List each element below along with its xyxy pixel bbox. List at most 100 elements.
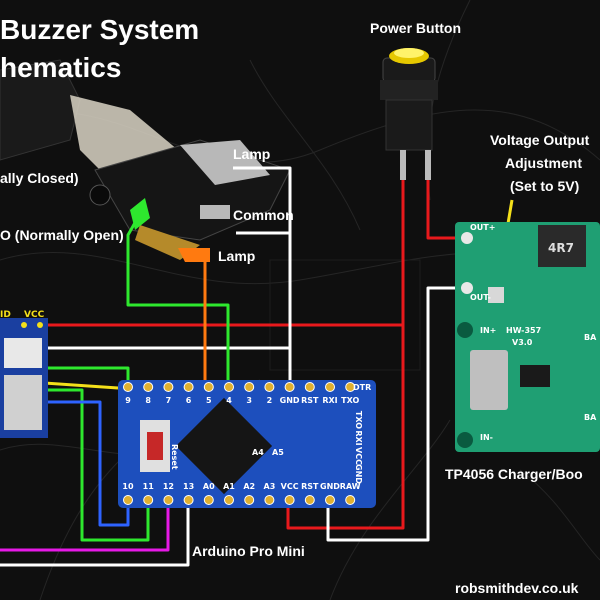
pin-label-bottom-8: VCC [281, 482, 299, 491]
wire-blue [0, 400, 130, 527]
pin-label-bottom-11: RAW [340, 482, 361, 491]
normally-open-label: O (Normally Open) [0, 227, 124, 243]
wire-red-out [426, 180, 465, 240]
pin-label-top-5: 4 [226, 396, 232, 405]
pad-bottom-9 [304, 495, 315, 505]
pad-top-1 [143, 382, 154, 392]
pin-label-top-10: RXI [322, 396, 337, 405]
pin-label-side-0: TXO [354, 411, 363, 429]
pin-label-a5: A5 [272, 448, 284, 457]
wire-orange [189, 248, 207, 395]
pin-label-top-4: 5 [206, 396, 212, 405]
pad-top-2 [163, 382, 174, 392]
label-bat-minus: BA [584, 413, 597, 422]
inductor-label: 4R7 [548, 241, 574, 255]
website-label: robsmithdev.co.uk [455, 580, 579, 596]
pad-bottom-3 [183, 495, 194, 505]
pin-label-top-7: 2 [267, 396, 273, 405]
label-out-minus: OUT- [470, 293, 491, 302]
label-bat-plus: BA [584, 333, 597, 342]
arduino-label: Arduino Pro Mini [192, 543, 305, 559]
pin-label-top-9: RST [301, 396, 319, 405]
pin-label-side-1: RXI [354, 430, 363, 445]
left-module [0, 318, 48, 438]
contact-tab-green [130, 198, 150, 230]
pin-label-bottom-3: 13 [183, 482, 194, 491]
charger-label: TP4056 Charger/Boo [445, 466, 583, 482]
left-pin-gnd: ID [0, 310, 11, 320]
pin-label-top-1: 8 [145, 396, 151, 405]
reset-label: Reset [170, 444, 179, 470]
pin-label-bottom-2: 12 [163, 482, 174, 491]
pad-bottom-6 [244, 495, 255, 505]
wire-white-bottom [0, 500, 190, 567]
pad-bottom-8 [284, 495, 295, 505]
page-title-line2: hematics [0, 52, 122, 83]
pin-label-dtr: DTR [353, 383, 371, 392]
pad-bottom-4 [203, 495, 214, 505]
pin-label-bottom-1: 11 [143, 482, 155, 491]
pad-top-4 [203, 382, 214, 392]
wire-red-vcc [286, 325, 405, 530]
arduino-bottom-pads [123, 495, 356, 505]
voltage-adjust-label-3: (Set to 5V) [510, 178, 580, 194]
charger-module [455, 222, 600, 452]
label-out-plus: OUT+ [470, 223, 495, 232]
pad-top-0 [123, 382, 133, 392]
wire-green-bottom [0, 388, 150, 542]
pad-bottom-1 [143, 495, 154, 505]
page-title-line1: Buzzer System [0, 14, 200, 45]
wire-white-gnd [326, 286, 465, 542]
arduino-top-pads [123, 382, 356, 392]
pad-bottom-7 [264, 495, 275, 505]
pin-label-bottom-0: 10 [122, 482, 134, 491]
pin-label-top-2: 7 [166, 396, 172, 405]
pin-label-top-11: TXO [341, 396, 359, 405]
pad-bottom-0 [123, 495, 133, 505]
pin-label-bottom-6: A2 [243, 482, 255, 491]
power-button-label: Power Button [370, 20, 461, 36]
left-pin-vcc: VCC [24, 310, 45, 320]
label-in-plus: IN+ [480, 326, 496, 335]
pad-top-8 [284, 382, 295, 392]
pin-label-bottom-9: RST [301, 482, 319, 491]
pad-top-6 [244, 382, 255, 392]
label-in-minus: IN- [480, 433, 493, 442]
pin-label-top-3: 6 [186, 396, 192, 405]
pad-top-9 [304, 382, 315, 392]
pad-bottom-2 [163, 495, 174, 505]
pad-top-7 [264, 382, 275, 392]
pin-label-side-2: VCC [354, 447, 363, 465]
board-label: HW-357 [506, 326, 541, 335]
lamp-top-label: Lamp [233, 146, 271, 162]
wire-green-switch [126, 204, 230, 395]
power-button[interactable] [380, 48, 438, 180]
pad-top-3 [183, 382, 194, 392]
pad-top-10 [325, 382, 335, 392]
pin-label-side-3: GND [354, 464, 363, 484]
common-label: Common [233, 207, 294, 223]
pin-label-top-0: 9 [125, 396, 131, 405]
pin-label-top-8: GND [280, 396, 300, 405]
arduino-pro-mini [118, 380, 376, 508]
pin-label-bottom-4: A0 [203, 482, 215, 491]
pad-top-5 [224, 382, 234, 392]
pin-label-bottom-10: GND [320, 482, 340, 491]
pad-bottom-10 [325, 495, 335, 505]
normally-closed-label: ally Closed) [0, 170, 79, 186]
pad-bottom-11 [345, 495, 356, 505]
wire-white-lamp [233, 166, 292, 395]
pin-label-bottom-7: A3 [264, 482, 276, 491]
contact-tab-orange [178, 248, 210, 262]
voltage-adjust-label-1: Voltage Output [490, 132, 590, 148]
lamp-bottom-label: Lamp [218, 248, 256, 264]
wire-magenta [0, 500, 170, 552]
board-version: V3.0 [512, 338, 533, 347]
pin-label-bottom-5: A1 [223, 482, 235, 491]
voltage-adjust-label-2: Adjustment [505, 155, 582, 171]
pad-bottom-5 [224, 495, 234, 505]
